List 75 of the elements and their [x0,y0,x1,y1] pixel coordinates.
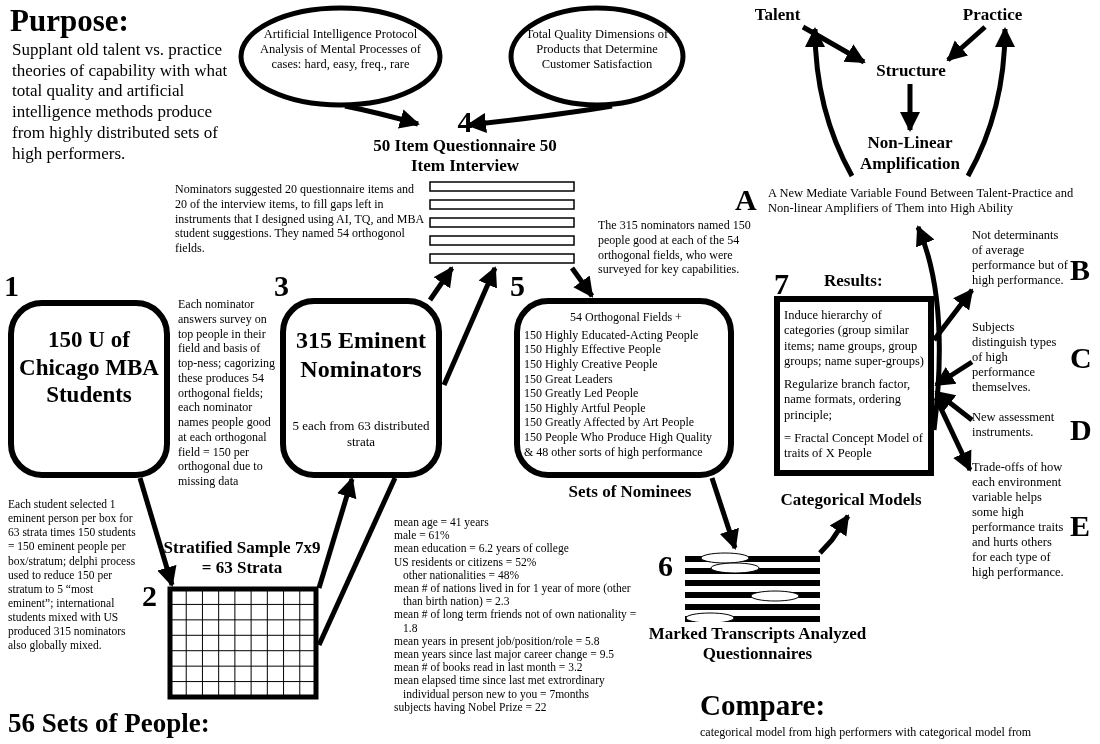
ellipse-text: Total Quality Dimensions of Products that Determine Customer Satisfaction [524,27,670,72]
statistic-text: US residents or citizens = 52% [394,555,538,569]
concept-label: Structure [866,60,956,82]
outcome-text: Subjects distinguish types of high performance themselves. [972,320,1058,395]
outcome-text: Trade-offs of how each environment variable helps some high performance traits and hurts others for each type of high performance. [972,460,1065,580]
statistic-text: mean education = 6.2 years of college [394,542,570,556]
list-item: 150 Greatly Led People [524,386,640,401]
note-text: Nominators suggested 20 questionnaire items and 20 of the interview items, to fill gaps left in instruments that I designed using AI, TQ, and MBA student suggestions. They named 54 orthogonol fields. [175,182,425,256]
step-number: 1 [4,268,20,304]
statistic-text: male = 61% [394,529,451,543]
list-item: & 48 other sorts of high performance [524,444,704,460]
step-number: 3 [274,268,290,304]
outcome-text: Not determinants of average performance but of high performance. [972,228,1068,288]
result-text: Regularize branch factor, name formats, ordering principle; [784,377,912,423]
arrow [801,24,866,65]
model-title: Categorical Models [779,490,923,511]
list-item: 150 Great Leaders [524,371,614,387]
box-title: 150 U of Chicago MBA Students [18,326,160,409]
box-subtitle: 5 each from 63 distributed strata [291,418,431,450]
results-heading: Results: [824,271,884,292]
note-text: The 315 nominators named 150 people good at each of the 54 orthogonal fields, who were surveyed for key capabilities. [598,218,752,277]
step-number: 5 [510,268,526,304]
arrow [900,84,920,132]
list-item: 150 Highly Artful People [524,400,647,416]
outcome-text: New assessment instruments. [972,410,1056,440]
arrow [946,25,987,62]
heading: Purpose: [10,2,130,40]
arrow [569,266,595,298]
statistic-text: mean age = 41 years [394,516,490,530]
heading: Compare: [700,688,827,723]
statistic-text: subjects having Nobel Prize = 22 [394,700,548,715]
concept-label: Talent [740,4,815,26]
arrow [137,477,177,587]
note-text: Each student selected 1 eminent person per box for 63 strata times 150 students = 150 eminent people per box/stratum; delphi process used to reduce 150 per stratum to 5 “most eminent”; international students mixed with US produced 315 nominators also globally mixed. [8,497,136,653]
output-title: Marked Transcripts Analyzed Questionnaires [647,624,868,665]
arrow [818,514,851,555]
heading: 56 Sets of People: [8,707,211,740]
list-item: 150 People Who Produce High Quality [524,430,714,445]
instrument-title: 50 Item Questionnaire 50 Item Interview [372,136,558,177]
arrow [965,27,1015,178]
note-text: categorical model from high performers with categorical model from [700,725,1033,740]
arrow [427,266,455,302]
result-text: = Fractal Concept Model of traits of X People [784,430,924,462]
outcome-letter: E [1070,508,1091,544]
step-number: 6 [658,548,674,584]
statistic-text: other nationalities = 48% [402,568,521,582]
outcome-letter: D [1070,412,1093,448]
list-item: 150 Highly Educated-Acting People [524,327,700,343]
concept-label: Non-Linear Amplification [850,132,970,175]
statistic-text: mean years in present job/position/role = 5.8 [394,634,601,649]
statistic-text: mean years since last major career change = 9.5 [394,648,616,662]
arrow [316,477,357,589]
finding-letter: A [735,182,758,218]
result-text: Induce hierarchy of categories (group similar items; name groups, group groups; name super-groups) [784,308,925,369]
sample-title: Stratified Sample 7x9 = 63 Strata [162,538,322,579]
outcome-letter: B [1070,252,1091,288]
list-item: 150 Greatly Affected by Art People [524,415,696,430]
box-title: 315 Eminent Nominators [295,326,427,384]
arrow [915,225,942,431]
ellipse-text: Artificial Intelligence Protocol Analysis of Mental Processes of cases: hard, easy, freq., rare [258,27,423,72]
arrow [805,27,855,178]
purpose-text: Supplant old talent vs. practice theories of capability with what total quality and artificial intelligence methods produce from highly distributed sets of high performers. [12,40,229,165]
arrow [441,266,498,386]
list-item: 150 Highly Creative People [524,356,659,372]
finding-text: A New Mediate Variable Found Between Talent-Practice and Non-linear Amplifiers of Them into High Ability [768,186,1075,216]
outcome-letter: C [1070,340,1093,376]
note-text: Each nominator answers survey on top people in their field and basis of top-ness; cagorizing these produces 54 orthogonal fields; each nominator names people good at each orthogonal field = 150 per orthogonal due to missing data [178,297,276,489]
concept-label: Practice [950,4,1035,26]
step-number: 2 [142,578,158,614]
list-item: 150 Highly Effective People [524,342,662,357]
list-item: 54 Orthogonal Fields + [569,310,683,325]
statistic-text: mean # of books read in last month = 3.2 [394,661,584,675]
group-title: Sets of Nominees [567,482,693,503]
arrow [709,477,739,550]
step-number: 7 [774,266,790,302]
